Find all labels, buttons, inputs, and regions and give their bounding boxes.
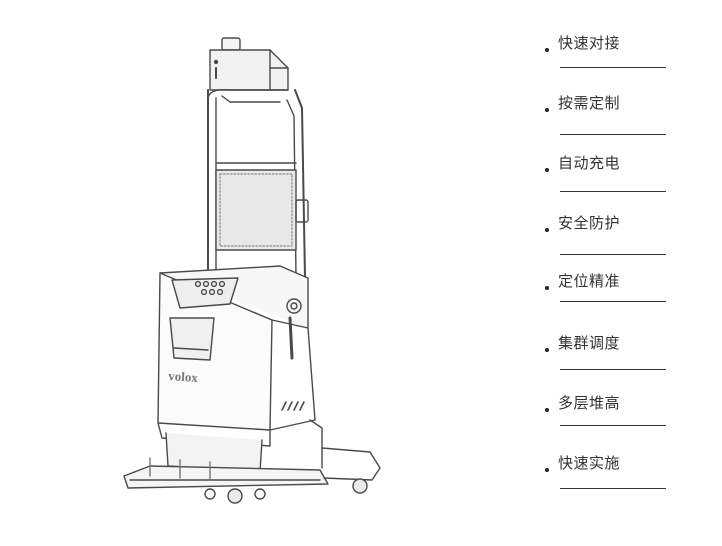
divider bbox=[560, 369, 666, 370]
feature-label: 定位精准 bbox=[558, 272, 621, 290]
feature-label: 按需定制 bbox=[558, 94, 621, 112]
bullet-icon bbox=[545, 168, 549, 172]
feature-label: 集群调度 bbox=[558, 334, 621, 352]
divider bbox=[560, 488, 666, 489]
bullet-icon bbox=[545, 408, 549, 412]
feature-item-fleet: 集群调度 bbox=[540, 334, 670, 390]
feature-item-fast-deploy: 快速实施 bbox=[540, 454, 670, 510]
divider bbox=[560, 67, 666, 68]
feature-label: 安全防护 bbox=[558, 214, 621, 232]
feature-item-custom: 按需定制 bbox=[540, 94, 670, 150]
bullet-icon bbox=[545, 228, 549, 232]
divider bbox=[560, 191, 666, 192]
bullet-icon bbox=[545, 108, 549, 112]
feature-label: 自动充电 bbox=[558, 154, 621, 172]
feature-item-positioning: 定位精准 bbox=[540, 272, 670, 328]
brand-logo: volox bbox=[168, 368, 199, 385]
feature-label: 快速对接 bbox=[558, 34, 621, 52]
bullet-icon bbox=[545, 468, 549, 472]
feature-label: 多层堆高 bbox=[558, 394, 621, 412]
bullet-icon bbox=[545, 348, 549, 352]
bullet-icon bbox=[545, 286, 549, 290]
divider bbox=[560, 254, 666, 255]
feature-item-auto-charge: 自动充电 bbox=[540, 154, 670, 210]
feature-label: 快速实施 bbox=[558, 454, 621, 472]
robot-illustration: volox bbox=[123, 37, 381, 504]
divider bbox=[560, 301, 666, 302]
feature-item-safety: 安全防护 bbox=[540, 214, 670, 270]
feature-item-stacking: 多层堆高 bbox=[540, 394, 670, 450]
divider bbox=[560, 425, 666, 426]
bullet-icon bbox=[545, 48, 549, 52]
divider bbox=[560, 134, 666, 135]
feature-item-quick-docking: 快速对接 bbox=[540, 34, 670, 90]
